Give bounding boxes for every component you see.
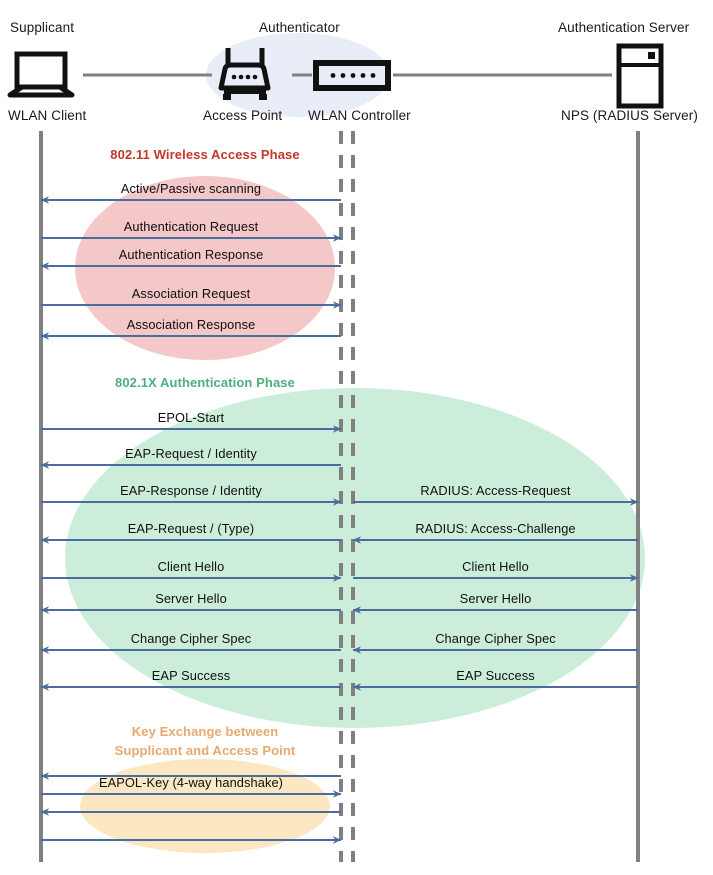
message-label: Server Hello	[459, 591, 532, 606]
message-label: Change Cipher Spec	[130, 631, 252, 646]
wlan-controller-icon	[313, 60, 391, 91]
message-label: EAP-Request / Identity	[125, 446, 257, 461]
actor-role-authenticator: Authenticator	[259, 20, 340, 35]
phase-title-key-exchange: Key Exchange between Supplicant and Acce…	[55, 722, 355, 760]
actor-device-nps: NPS (RADIUS Server)	[561, 108, 698, 123]
message-label: Authentication Response	[118, 247, 264, 262]
message-label: Active/Passive scanning	[120, 181, 262, 196]
message-label: RADIUS: Access-Challenge	[415, 521, 576, 536]
message-label: Client Hello	[462, 559, 529, 574]
message-label: Association Response	[126, 317, 256, 332]
message-label: Change Cipher Spec	[435, 631, 556, 646]
message-arrows	[40, 196, 639, 844]
message-label: EAPOL-Key (4-way handshake)	[98, 775, 284, 790]
message-label: Association Request	[131, 286, 251, 301]
phase-80211-ellipse	[75, 176, 335, 360]
actor-device-wlan-client: WLAN Client	[8, 108, 87, 123]
phase-title-8021x: 802.1X Authentication Phase	[115, 375, 295, 390]
actor-role-supplicant: Supplicant	[10, 20, 75, 35]
message-label: EAP Success	[456, 668, 535, 683]
message-label: Server Hello	[155, 591, 227, 606]
phase-title-key-exchange-line2: Supplicant and Access Point	[114, 743, 296, 758]
message-label: EAP Success	[151, 668, 231, 683]
message-label: Authentication Request	[123, 219, 259, 234]
message-label: EPOL-Start	[157, 410, 225, 425]
message-label: Client Hello	[157, 559, 225, 574]
actor-device-wlan-controller: WLAN Controller	[308, 108, 411, 123]
actor-role-auth-server: Authentication Server	[558, 20, 690, 35]
wireless-access-point-icon	[218, 48, 271, 100]
phase-title-key-exchange-line1: Key Exchange between	[131, 724, 279, 739]
message-label: EAP-Response / Identity	[120, 483, 262, 498]
message-label: RADIUS: Access-Request	[420, 483, 571, 498]
server-rack-icon	[616, 43, 664, 109]
laptop-icon	[7, 51, 75, 98]
phase-title-80211: 802.11 Wireless Access Phase	[110, 147, 300, 162]
actor-device-access-point: Access Point	[203, 108, 283, 123]
phase-key-exchange-ellipse	[80, 759, 330, 853]
phase-8021x-ellipse	[65, 388, 645, 728]
message-label: EAP-Request / (Type)	[127, 521, 255, 536]
